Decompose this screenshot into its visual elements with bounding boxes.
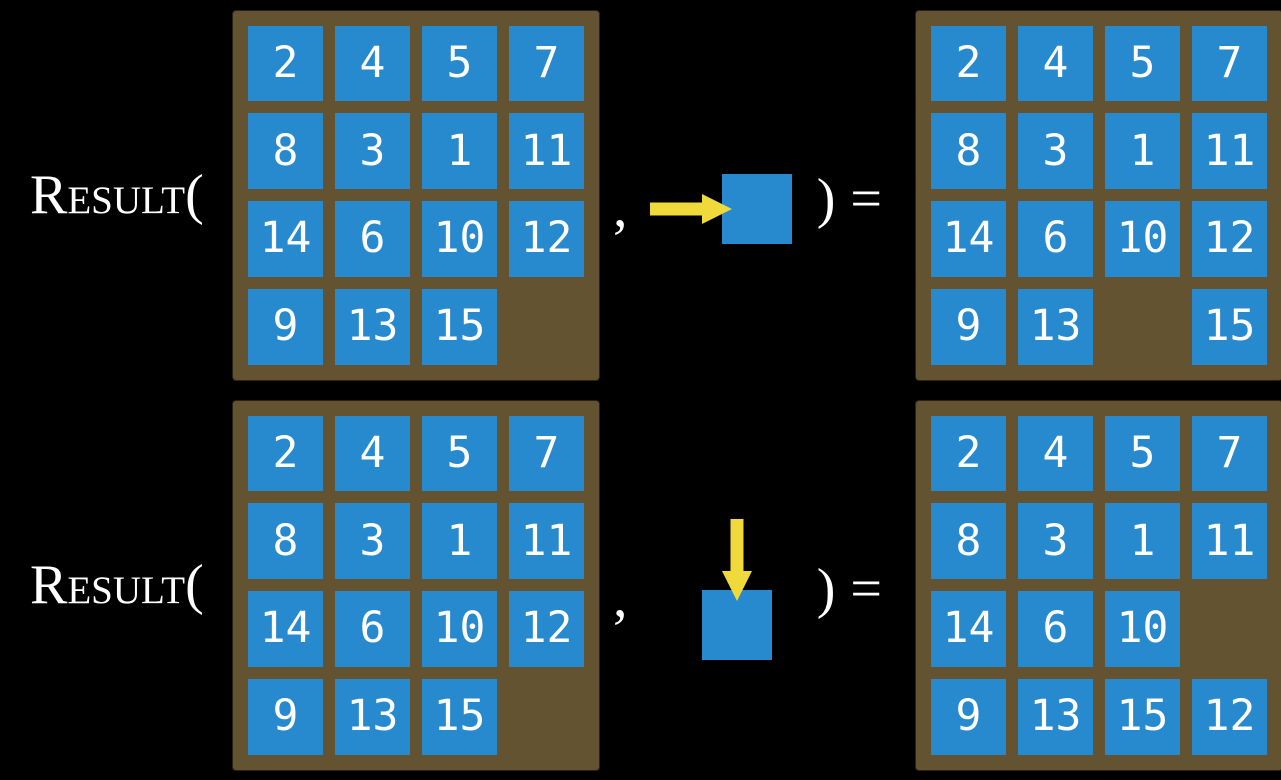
puzzle-tile: 4 — [335, 25, 410, 102]
puzzle-tile: 9 — [248, 678, 323, 755]
puzzle-tile: 6 — [335, 591, 410, 667]
puzzle-tile: 9 — [931, 288, 1006, 365]
puzzle-tile: 10 — [1105, 201, 1180, 277]
puzzle-tile: 14 — [931, 591, 1006, 667]
puzzle-tile: 15 — [422, 288, 497, 365]
puzzle-tile: 6 — [1018, 201, 1093, 277]
open-paren: ( — [185, 554, 204, 616]
puzzle-tile: 8 — [248, 113, 323, 189]
puzzle-tile: 15 — [1105, 678, 1180, 755]
puzzle-tile: 1 — [1105, 503, 1180, 579]
function-label: Result( — [30, 167, 223, 223]
puzzle-tile: 2 — [931, 25, 1006, 102]
puzzle-tile: 4 — [1018, 415, 1093, 492]
puzzle-tile: 3 — [1018, 503, 1093, 579]
blank-cell — [1192, 591, 1267, 667]
equals-sign: = — [850, 168, 882, 230]
puzzle-tile: 7 — [1192, 25, 1267, 102]
puzzle-tile: 5 — [1105, 415, 1180, 492]
blank-cell — [1105, 289, 1180, 365]
puzzle-tile: 10 — [422, 201, 497, 277]
down-arrow-icon — [721, 518, 752, 601]
puzzle-tile: 15 — [422, 678, 497, 755]
puzzle-tile: 2 — [248, 415, 323, 492]
puzzle-tile: 3 — [1018, 113, 1093, 189]
puzzle-tile: 15 — [1192, 288, 1267, 365]
puzzle-tile: 12 — [509, 591, 584, 667]
puzzle-tile: 13 — [1018, 678, 1093, 755]
puzzle-tile: 13 — [1018, 288, 1093, 365]
blank-tile-square — [721, 174, 792, 244]
puzzle-tile: 5 — [1105, 25, 1180, 102]
close-paren-equals: ) = — [817, 171, 882, 227]
puzzle-tile: 2 — [931, 415, 1006, 492]
puzzle-tile: 8 — [931, 113, 1006, 189]
puzzle-tile: 11 — [1192, 113, 1267, 189]
puzzle-tile: 9 — [931, 678, 1006, 755]
action-section: , ) = — [599, 0, 906, 390]
blank-cell — [509, 289, 584, 365]
action-move-down — [701, 518, 772, 660]
close-paren: ) — [816, 168, 836, 230]
puzzle-tile: 4 — [1018, 25, 1093, 102]
puzzle-tile: 1 — [422, 503, 497, 579]
puzzle-tile: 6 — [335, 201, 410, 277]
puzzle-tile: 13 — [335, 678, 410, 755]
puzzle-tile: 14 — [931, 201, 1006, 277]
puzzle-tile: 8 — [248, 503, 323, 579]
function-name: Result — [30, 164, 186, 226]
blank-tile-square — [701, 589, 772, 660]
puzzle-tile: 1 — [422, 113, 497, 189]
puzzle-tile: 11 — [509, 503, 584, 579]
blank-cell — [509, 679, 584, 755]
puzzle-tile: 5 — [422, 25, 497, 102]
puzzle-tile: 12 — [1192, 201, 1267, 277]
function-label: Result( — [30, 557, 223, 613]
puzzle-tile: 13 — [335, 288, 410, 365]
puzzle-tile: 6 — [1018, 591, 1093, 667]
puzzle-tile: 10 — [1105, 591, 1180, 667]
puzzle-tile: 11 — [509, 113, 584, 189]
puzzle-tile: 8 — [931, 503, 1006, 579]
puzzle-tile: 12 — [1192, 678, 1267, 755]
puzzle-tile: 7 — [1192, 415, 1267, 492]
puzzle-tile: 5 — [422, 415, 497, 492]
puzzle-tile: 14 — [248, 201, 323, 277]
open-paren: ( — [185, 164, 204, 226]
puzzle-tile: 11 — [1192, 503, 1267, 579]
puzzle-tile: 9 — [248, 288, 323, 365]
close-paren: ) — [816, 558, 836, 620]
puzzle-tile: 3 — [335, 113, 410, 189]
equals-sign: = — [850, 558, 882, 620]
puzzle-tile: 14 — [248, 591, 323, 667]
puzzle-tile: 12 — [509, 201, 584, 277]
puzzle-tile: 1 — [1105, 113, 1180, 189]
function-name: Result — [30, 554, 186, 616]
puzzle-tile: 3 — [335, 503, 410, 579]
puzzle-tile: 4 — [335, 415, 410, 492]
puzzle-tile: 7 — [509, 25, 584, 102]
right-arrow-icon — [649, 194, 732, 224]
close-paren-equals: ) = — [817, 561, 882, 617]
puzzle-tile: 10 — [422, 591, 497, 667]
action-section: , ) = — [599, 390, 906, 780]
puzzle-tile: 2 — [248, 25, 323, 102]
puzzle-tile: 7 — [509, 415, 584, 492]
action-move-right — [649, 174, 792, 244]
